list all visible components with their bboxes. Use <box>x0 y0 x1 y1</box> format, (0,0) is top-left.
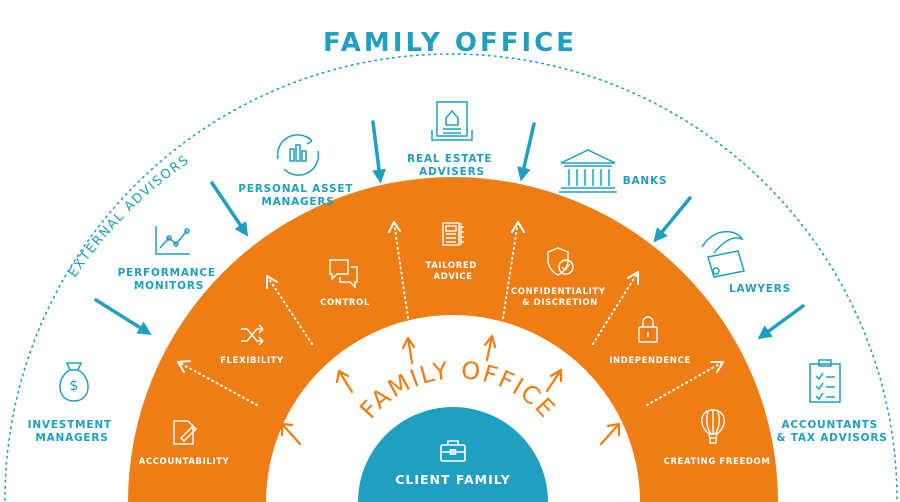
external-advisors-label: EXTERNAL ADVISORS <box>66 152 193 280</box>
independence-label: INDEPENDENCE <box>609 356 691 366</box>
padlock-icon <box>638 316 658 343</box>
real-estate-advisers-label: REAL ESTATE ADVISERS <box>407 153 497 178</box>
briefcase-icon <box>440 440 466 462</box>
lawyers-label: LAWYERS <box>729 283 791 295</box>
page-title: FAMILY OFFICE <box>323 28 577 58</box>
flexibility-label: FLEXIBILITY <box>220 356 284 366</box>
calculator-ruler-icon <box>442 222 464 246</box>
family-office-band <box>128 177 778 502</box>
document-pen-icon <box>173 420 197 445</box>
client-family-label: CLIENT FAMILY <box>395 472 511 487</box>
line-chart-icon <box>155 226 190 255</box>
hot-air-balloon-icon <box>701 409 725 444</box>
accountants-tax-advisors-label: ACCOUNTANTS & TAX ADVISORS <box>776 419 887 444</box>
banks-label: BANKS <box>623 175 668 187</box>
accountability-label: ACCOUNTABILITY <box>139 457 230 467</box>
control-label: CONTROL <box>320 298 370 308</box>
performance-monitors-label: PERFORMANCE MONITORS <box>118 267 221 292</box>
outer-dotted-ring <box>4 53 898 501</box>
advisor-arrows <box>94 120 805 340</box>
bank-building-icon <box>559 149 617 193</box>
svg-text:$: $ <box>70 378 79 394</box>
house-document-icon <box>431 101 473 141</box>
quill-scroll-icon <box>701 231 745 278</box>
personal-asset-managers-label: PERSONAL ASSET MANAGERS <box>238 183 357 208</box>
confidentiality-discretion-label: CONFIDENTIALITY & DISCRETION <box>511 287 609 308</box>
investment-managers-label: INVESTMENT MANAGERS <box>28 419 117 444</box>
band-dotted-arrows <box>177 221 724 406</box>
chat-bubbles-icon <box>329 259 358 289</box>
money-bag-icon: $ <box>59 362 89 402</box>
creating-freedom-label: CREATING FREEDOM <box>664 457 771 467</box>
checklist-clipboard-icon <box>809 359 841 403</box>
shuffle-arrows-icon <box>241 324 264 346</box>
center-arrows <box>280 334 621 446</box>
shield-check-icon <box>547 247 574 276</box>
tailored-advice-label: TAILORED ADVICE <box>426 261 481 282</box>
bar-chart-cycle-icon <box>276 134 320 176</box>
